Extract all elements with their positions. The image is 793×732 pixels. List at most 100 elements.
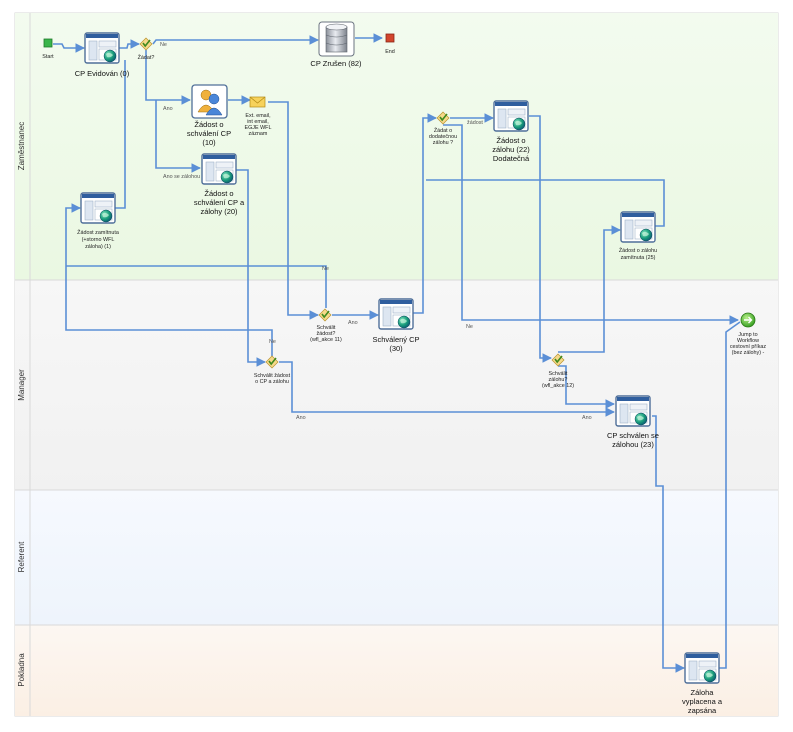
- edge-to-zamitnuta: [65, 203, 81, 266]
- zaloha-vyplacena-line3: zapsána: [688, 706, 717, 715]
- zadost-schvaleni-cp-line3: (10): [202, 138, 216, 147]
- database-icon: [318, 21, 355, 57]
- zaloha-vyplacena-line2: vyplacena a: [682, 697, 723, 706]
- zadost-zamitnuta-line3: záloha) (1): [85, 244, 111, 250]
- node-cp-schvalen-zalohou[interactable]: CP schválen se zálohou (23): [607, 395, 659, 449]
- edge-schvalit-ne: [66, 265, 327, 308]
- edge-labels: Ne Ano Ano se zálohou Ne Ano žádost Ne N…: [160, 42, 592, 421]
- zadost-cp-zalohy-line3: zálohy (20): [200, 207, 238, 216]
- edge-zadost-zalohu-schvalit: [529, 115, 552, 363]
- edge-label-zadost: žádost: [467, 120, 483, 126]
- edge-cp-zalohy-schvalit: [236, 169, 266, 367]
- node-end[interactable]: End: [385, 33, 395, 55]
- cp-schvalen-zalohou-line1: CP schválen se: [607, 431, 659, 440]
- lane-label-referent: Referent: [17, 541, 26, 572]
- cp-zrusen-label: CP Zrušen (82): [310, 59, 362, 68]
- form-icon: [620, 211, 656, 243]
- node-schvaleny-cp[interactable]: Schválený CP (30): [372, 298, 420, 353]
- lane-referent: [15, 490, 778, 625]
- zadat-label: Žádat?: [138, 53, 155, 61]
- node-zadost-cp-zalohy[interactable]: Žádost o schválení CP a zálohy (20): [194, 153, 245, 216]
- end-icon: [385, 33, 395, 43]
- edge-schvalit-zalohu-ne: [65, 266, 273, 356]
- zadat-dodatecnou-line3: zálohu ?: [433, 140, 453, 146]
- edge-label-ano-2: Ano: [348, 320, 358, 326]
- node-zaloha-vyplacena[interactable]: Záloha vyplacena a zapsána: [682, 652, 723, 715]
- form-icon: [684, 652, 720, 684]
- jump-line3: cestovní příkaz: [730, 344, 767, 350]
- users-icon: [191, 84, 228, 119]
- node-jump-to-workflow[interactable]: Jump to Workflow cestovní příkaz (bez zá…: [730, 312, 767, 356]
- zadost-zamitnuta-line1: Žádost zamítnuta: [77, 228, 119, 236]
- schvalit-zalohu-line2: zálohu?: [549, 377, 568, 383]
- node-schvalit-zadost[interactable]: Schválit žádost? (wfl_akce 11): [310, 308, 342, 343]
- zadost-schvaleni-cp-line1: Žádost o: [194, 120, 223, 129]
- email-line1: Ext. email,: [245, 113, 271, 119]
- zadost-zalohu-dodatecna-line2: zálohu (22): [492, 145, 530, 154]
- zadost-zalohu-zamitnuta-line1: Žádost o zálohu: [619, 246, 657, 254]
- node-schvalit-zalohu[interactable]: Schválit zálohu? (wfl_akce 12): [542, 353, 574, 389]
- edge-schvalit-zalohu-ano: [558, 365, 615, 409]
- node-zadost-zalohu-dodatecna[interactable]: Žádost o zálohu (22) Dodatečná: [492, 100, 530, 163]
- schvaleny-cp-line2: (30): [389, 344, 403, 353]
- swimlanes: Zaměstnanec Manager Referent Pokladna: [14, 12, 779, 717]
- edge-label-ne-1: Ne: [160, 42, 167, 48]
- edge-start-evidovan: [53, 43, 85, 53]
- edges: [53, 33, 741, 673]
- edge-email-schvalit: [268, 101, 319, 320]
- edge-zamitnuta-evidovan: [115, 60, 126, 209]
- email-line4: záznam: [249, 131, 268, 137]
- jump-arrow-icon: [740, 312, 756, 328]
- edge-dodatecnou-ne-jump: [443, 124, 739, 325]
- node-cp-zrusen[interactable]: CP Zrušen (82): [310, 21, 362, 68]
- node-zadost-zalohu-zamitnuta[interactable]: Žádost o zálohu zamítnuta (25): [619, 211, 657, 261]
- edge-evidovan-zadat: [119, 39, 140, 49]
- edge-label-ne-3: Ne: [466, 324, 473, 330]
- schvalit-zadost-zalohu-line2: o CP a zálohu: [255, 379, 289, 385]
- edge-cp-schvalen-zaloha: [652, 415, 685, 673]
- form-icon: [84, 32, 120, 64]
- node-email[interactable]: Ext. email, int email, EGJE WFL záznam: [245, 96, 272, 137]
- form-icon: [80, 192, 116, 224]
- jump-line2: Workflow: [737, 338, 759, 344]
- envelope-icon: [249, 96, 266, 108]
- jump-line4: (bez zálohy) -: [732, 350, 765, 356]
- zadat-dodatecnou-line1: Žádat o: [434, 126, 452, 134]
- node-zadost-schvaleni-cp[interactable]: Žádost o schválení CP (10): [187, 84, 231, 147]
- schvalit-zadost-line3: (wfl_akce 11): [310, 337, 342, 343]
- start-icon: [43, 38, 53, 48]
- node-start[interactable]: Start: [42, 38, 54, 60]
- edge-label-ano-3: Ano: [296, 415, 306, 421]
- form-icon: [493, 100, 529, 132]
- email-line3: EGJE WFL: [245, 125, 272, 131]
- edge-label-ano-se-zalohou: Ano se zálohou: [163, 174, 200, 180]
- start-label: Start: [42, 54, 54, 60]
- lane-label-pokladna: Pokladna: [17, 653, 26, 687]
- edge-schvaleny-zadat-dodatecnou: [413, 113, 437, 314]
- jump-line1: Jump to: [738, 332, 757, 338]
- form-icon: [201, 153, 237, 185]
- node-cp-evidovan[interactable]: CP Evidován (0): [75, 32, 130, 78]
- edge-zaloha-jump: [718, 321, 741, 669]
- edge-label-ne-4: Ne: [269, 339, 276, 345]
- lane-zamestnanec: [15, 13, 778, 280]
- node-zadost-zamitnuta[interactable]: Žádost zamítnuta (+storno WFL záloha) (1…: [77, 192, 119, 250]
- edge-label-ne-2: Ne: [322, 266, 329, 272]
- cp-evidovan-label: CP Evidován (0): [75, 69, 130, 78]
- zadost-zamitnuta-line2: (+storno WFL: [82, 237, 115, 243]
- schvalit-zadost-zalohu-line1: Schválit žádost: [254, 373, 291, 379]
- edge-zadat-zadost-cp: [145, 50, 191, 105]
- lane-pokladna: [15, 625, 778, 716]
- form-icon: [378, 298, 414, 330]
- edge-zamitnuta-back: [426, 179, 665, 227]
- edge-label-ano-1: Ano: [163, 106, 173, 112]
- schvalit-zalohu-line1: Schválit: [549, 371, 568, 377]
- node-zadat-dodatecnou[interactable]: Žádat o dodatečnou zálohu ?: [429, 111, 457, 146]
- edge-zadat-zrusen: [152, 35, 319, 45]
- node-zadat[interactable]: Žádat?: [138, 37, 155, 61]
- zadost-schvaleni-cp-line2: schválení CP: [187, 129, 231, 138]
- node-schvalit-zadost-zalohu[interactable]: Schválit žádost o CP a zálohu: [254, 355, 291, 385]
- lane-label-manager: Manager: [17, 369, 26, 401]
- zadost-zalohu-dodatecna-line3: Dodatečná: [493, 154, 530, 163]
